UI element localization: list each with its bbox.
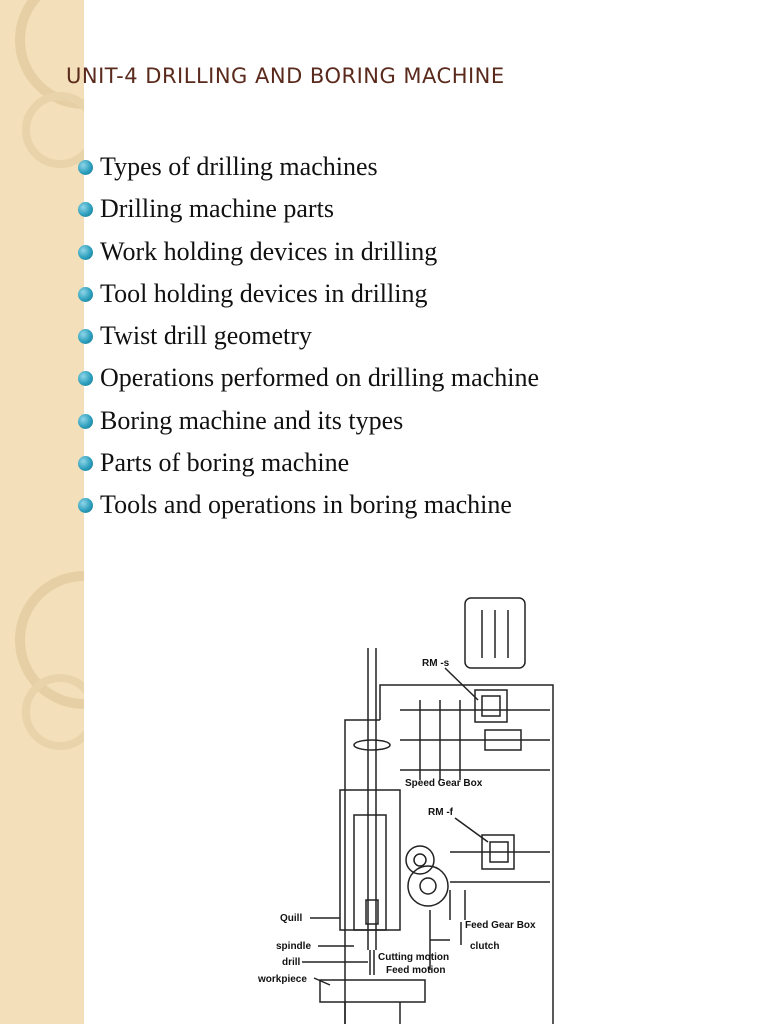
label-feed-motion: Feed motion [386, 965, 445, 976]
list-item: Drilling machine parts [76, 188, 539, 230]
bullet-icon [78, 202, 93, 218]
label-speed-gear-box: Speed Gear Box [405, 778, 483, 789]
bullet-text: Boring machine and its types [100, 405, 404, 435]
list-item: Work holding devices in drilling [76, 231, 539, 273]
bullet-icon [78, 329, 93, 345]
list-item: Types of drilling machines [76, 146, 539, 188]
bullet-icon [78, 456, 93, 472]
bullet-icon [78, 244, 93, 260]
label-workpiece: workpiece [257, 974, 307, 985]
bullet-icon [78, 160, 93, 175]
bullet-icon [78, 413, 93, 429]
bullet-icon [78, 371, 93, 387]
bullet-icon [78, 498, 93, 514]
label-rm-s: RM -s [422, 658, 450, 669]
label-feed-gear-box: Feed Gear Box [465, 920, 536, 931]
list-item: Parts of boring machine [76, 442, 539, 484]
label-quill: Quill [280, 913, 302, 924]
label-rm-f: RM -f [428, 807, 454, 818]
motor [464, 597, 526, 669]
label-cutting-motion: Cutting motion [378, 952, 449, 963]
list-item: Tools and operations in boring machine [76, 484, 539, 526]
slide-title: UNIT-4 DRILLING AND BORING MACHINE [66, 64, 505, 88]
decorative-circles [15, 0, 84, 750]
bullet-text: Operations performed on drilling machine [100, 363, 539, 393]
bullet-text: Parts of boring machine [100, 448, 350, 478]
bullet-text: Tool holding devices in drilling [100, 278, 428, 308]
label-clutch: clutch [470, 941, 499, 952]
decorative-side-strip [0, 0, 84, 1024]
bullet-text: Tools and operations in boring machine [100, 490, 512, 520]
bullet-text: Drilling machine parts [100, 194, 334, 224]
machine-housing [379, 684, 554, 1024]
list-item: Operations performed on drilling machine [76, 357, 539, 399]
list-item: Boring machine and its types [76, 400, 539, 442]
list-item: Tool holding devices in drilling [76, 273, 539, 315]
drilling-machine-diagram: RM -s Speed Gear Box RM -f Feed Gear Box… [257, 597, 554, 1024]
bullet-text: Work holding devices in drilling [100, 236, 438, 266]
label-drill: drill [282, 957, 301, 968]
work-table [319, 979, 426, 1003]
quill-housing [339, 789, 401, 931]
bullet-list: Types of drilling machines Drilling mach… [76, 146, 539, 527]
list-item: Twist drill geometry [76, 315, 539, 357]
bullet-text: Twist drill geometry [100, 321, 312, 351]
label-spindle: spindle [276, 941, 311, 952]
bullet-icon [78, 286, 93, 302]
bullet-text: Types of drilling machines [100, 152, 378, 181]
